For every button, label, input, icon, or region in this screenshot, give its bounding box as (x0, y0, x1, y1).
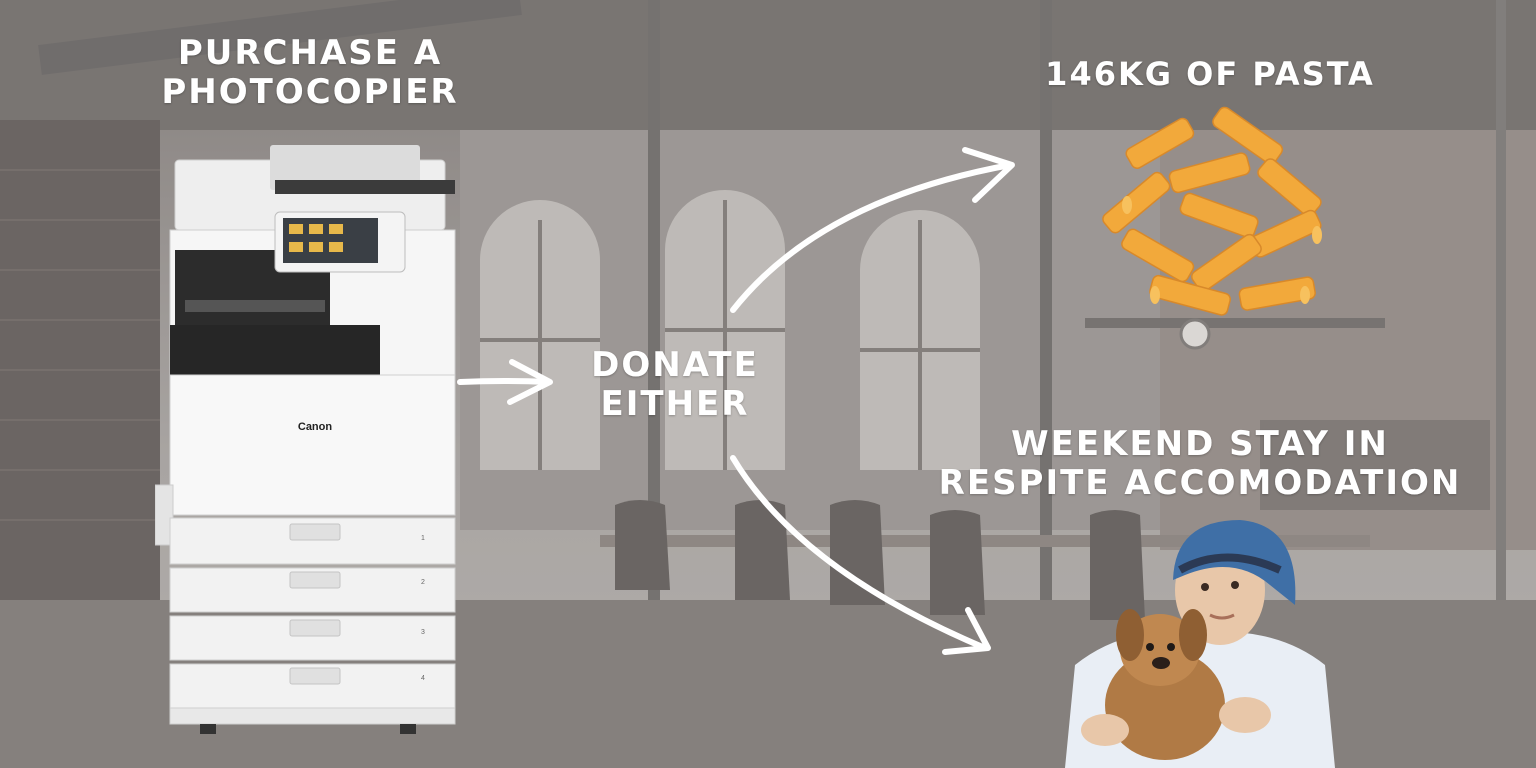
tray-number-3: 3 (421, 629, 425, 636)
photocopier-brand: Canon (298, 421, 333, 433)
tray-number-4: 4 (421, 675, 425, 682)
purchase-photocopier-heading: PURCHASE A PHOTOCOPIER (161, 33, 459, 113)
pasta-heading: 146KG OF PASTA (1045, 55, 1375, 93)
tray-number-2: 2 (421, 579, 425, 586)
donate-either-heading: DONATE EITHER (591, 345, 759, 425)
photocopier-image: Canon 1 2 3 4 (155, 145, 456, 734)
tray-number-1: 1 (421, 535, 425, 542)
pasta-image (1102, 106, 1322, 316)
respite-weekend-heading: WEEKEND STAY IN RESPITE ACCOMODATION (938, 424, 1462, 504)
child-with-teddy-image (1065, 520, 1335, 768)
